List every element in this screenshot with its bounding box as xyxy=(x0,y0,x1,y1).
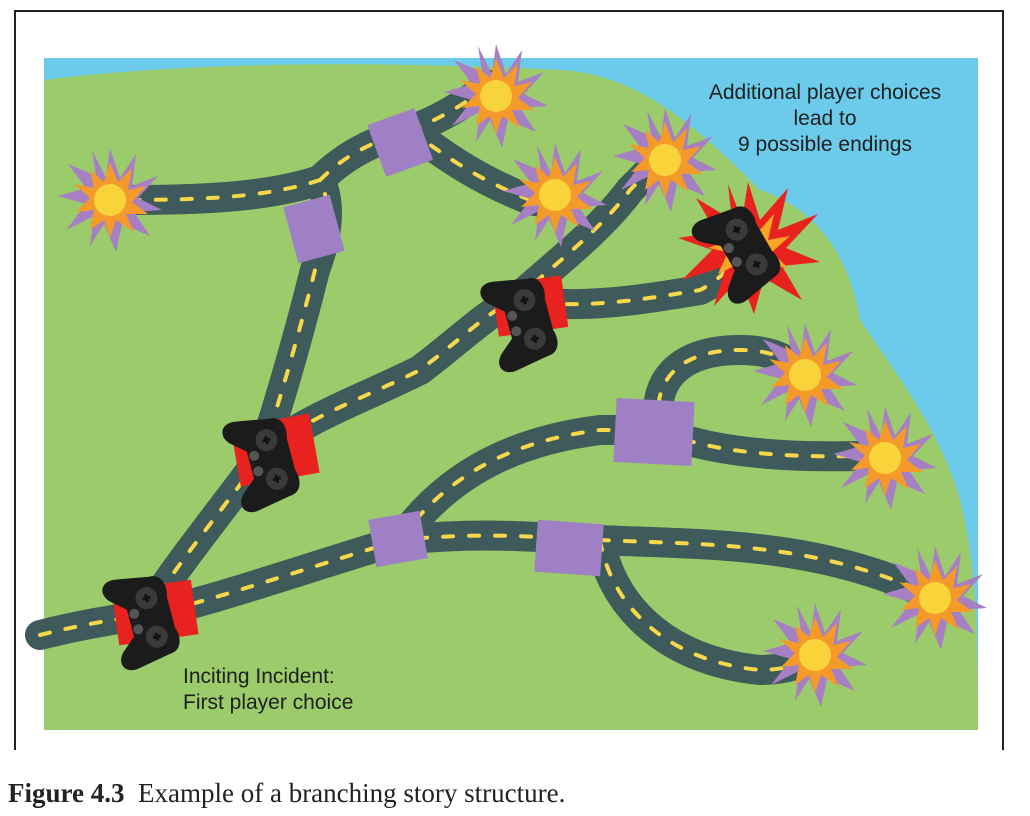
figure-number: Figure 4.3 xyxy=(8,778,125,808)
endings-label-line: Additional player choices xyxy=(708,81,942,104)
endings-label: Additional player choices lead to 9 poss… xyxy=(660,80,990,158)
figure-caption: Figure 4.3 Example of a branching story … xyxy=(8,778,565,809)
branch-node xyxy=(367,108,434,177)
inciting-label-line: Inciting Incident: xyxy=(183,665,335,688)
branch-nodes xyxy=(283,108,695,577)
endings-label-line: lead to xyxy=(793,107,857,130)
inciting-label-line: First player choice xyxy=(183,691,354,714)
branch-node xyxy=(283,194,345,264)
player-choice-nodes xyxy=(98,194,790,675)
figure-frame xyxy=(14,10,1004,750)
caption-text: Example of a branching story structure. xyxy=(138,778,566,808)
inciting-incident-label: Inciting Incident: First player choice xyxy=(183,664,443,716)
branch-node xyxy=(368,510,428,568)
branch-node xyxy=(534,519,604,577)
branch-node xyxy=(613,398,695,466)
endings-label-line: 9 possible endings xyxy=(738,133,912,156)
